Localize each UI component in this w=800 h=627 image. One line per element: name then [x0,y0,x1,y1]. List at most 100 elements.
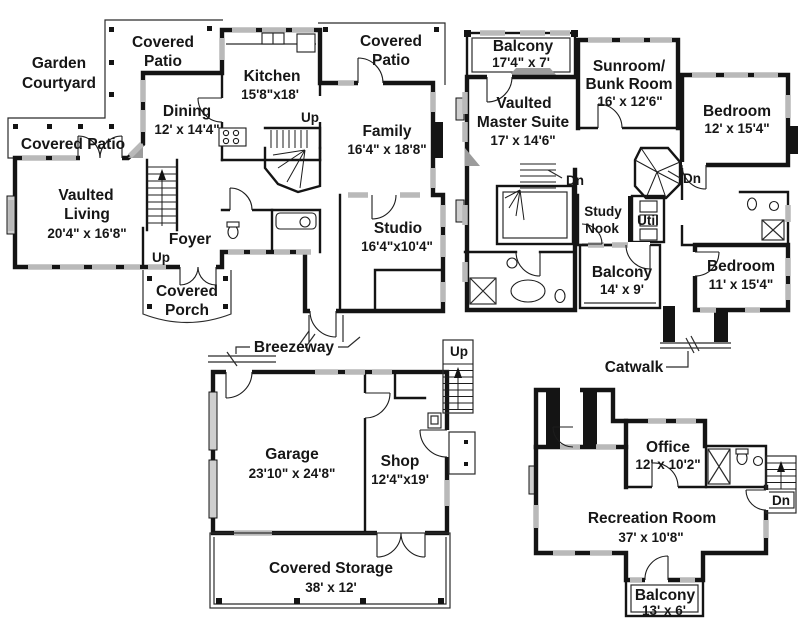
garage-door-1 [208,391,218,451]
courtyard-outline [7,19,223,159]
room-label-util: Util [637,213,659,228]
room-label-sunroom-2: Bunk Room [586,76,673,93]
covered-storage-outline [209,532,451,609]
room-label-shop: Shop [381,453,420,470]
master-window-bay [508,68,558,77]
porch-outline [142,270,232,324]
stairs-up-kitchen-label: Up [301,110,319,125]
garage-door-2 [208,459,218,519]
room-label-covered-porch-2: Porch [165,302,209,319]
room-dims-master: 17' x 14'6" [490,133,555,148]
room-label-covered-storage: Covered Storage [269,560,393,577]
room-dims-bedroom-rear: 11' x 15'4" [709,277,774,292]
first-floor-plan: Garden Courtyard Covered Patio Covered P… [6,19,446,367]
room-dims-kitchen: 15'8"x18' [241,87,299,102]
kitchen-stairs [263,130,322,194]
room-label-garden-courtyard: Garden [32,55,86,72]
stairs-dn-right [633,146,682,200]
room-label-covered-patio-top: Covered [132,34,194,51]
room-dims-living: 20'4" x 16'8" [47,226,126,241]
room-label-garden-courtyard-2: Courtyard [22,75,96,92]
patio-posts [13,26,439,309]
room-label-family: Family [362,123,411,140]
room-dims-family: 16'4" x 18'8" [347,142,426,157]
bedroom-rear-walls [692,242,791,313]
garage-plan: Up Garage 23'10" x 24'8" Shop 12'4"x19' … [208,339,476,609]
room-label-recreation: Recreation Room [588,510,716,527]
second-floor-windows [462,30,791,313]
bedroom-front-walls [679,72,791,168]
patio-right-outline [318,22,446,85]
room-label-master: Vaulted [496,95,551,112]
stairs-dn-rec-label: Dn [772,493,790,508]
room-dims-garage: 23'10" x 24'8" [249,466,336,481]
label-breezeway: Breezeway [254,339,335,356]
stairs-dn-left-label: Dn [566,173,584,188]
rec-openings [560,387,769,583]
room-label-balcony-front: Balcony [493,38,554,55]
room-label-living: Vaulted [58,187,113,204]
walkin-closet-inner [502,191,568,239]
first-floor-doors [77,57,397,338]
room-label-master-2: Master Suite [477,114,570,131]
catwalk-column-right [714,310,728,342]
room-label-balcony-rear: Balcony [592,264,653,281]
room-dims-bedroom-front: 12' x 15'4" [704,121,769,136]
room-label-dining: Dining [163,103,211,120]
first-floor-windows [8,27,446,302]
family-fireplace [433,122,443,158]
room-dims-studio: 16'4"x10'4" [361,239,433,254]
catwalk-column-left [663,306,675,342]
master-corner-hatch [465,148,480,166]
label-catwalk: Catwalk [605,359,664,376]
garage-up-stairs [442,339,474,414]
walkin-closet-outer [495,184,575,246]
first-floor-openings [80,80,396,314]
room-label-bedroom-rear: Bedroom [707,258,775,275]
room-dims-office: 12' x 10'2" [635,457,700,472]
room-label-kitchen: Kitchen [244,68,301,85]
room-label-garage: Garage [265,446,319,463]
room-label-covered-patio-left: Covered Patio [21,136,125,153]
room-label-office: Office [646,439,690,456]
second-floor-doors [486,76,720,277]
room-label-study-nook: Study [584,204,622,219]
second-floor-fixtures [469,197,785,305]
stairs-up-foyer-label: Up [152,250,170,265]
room-label-rec-balcony: Balcony [635,587,696,604]
room-label-foyer: Foyer [169,231,211,248]
room-dims-shop: 12'4"x19' [371,472,429,487]
shop-closet-walls [393,370,427,400]
room-dims-covered-storage: 38' x 12' [305,580,356,595]
foyer-stairs [147,166,177,226]
bonus-floor-plan: Catwalk Office 12' x 10'2" Dn Recreation… [528,335,797,618]
bath-rear-walls [738,190,790,247]
first-floor-fixtures [218,32,317,240]
stairs-dn-left [504,163,563,221]
room-dims-rec-balcony: 13' x 6' [642,603,686,618]
room-label-bedroom-front: Bedroom [703,103,771,120]
bedroom-front-chase [786,126,798,154]
room-label-covered-patio-right: Covered [360,33,422,50]
breezeway-connector [208,315,361,367]
stairs-up-garage-label: Up [450,344,468,359]
room-label-study-nook-2: Nook [585,221,619,236]
room-dims-recreation: 37' x 10'8" [618,530,683,545]
room-label-covered-patio-top-2: Patio [144,53,182,70]
room-label-sunroom: Sunroom/ [593,58,666,75]
second-floor-plan: Balcony 17'4" x 7' Sunroom/ Bunk Room 16… [455,30,798,342]
room-label-studio: Studio [374,220,422,237]
rec-hall-walls [533,387,629,450]
room-dims-balcony-front: 17'4" x 7' [492,55,550,70]
room-dims-balcony-rear: 14' x 9' [600,282,644,297]
room-label-covered-porch: Covered [156,283,218,300]
second-floor-openings [487,74,706,276]
rec-doors [552,426,767,581]
garage-side-landing [448,431,476,475]
rec-fixtures [707,448,764,485]
stairs-dn-right-label: Dn [683,171,701,186]
garage-doors-swing [225,371,448,558]
room-label-living-2: Living [64,206,110,223]
